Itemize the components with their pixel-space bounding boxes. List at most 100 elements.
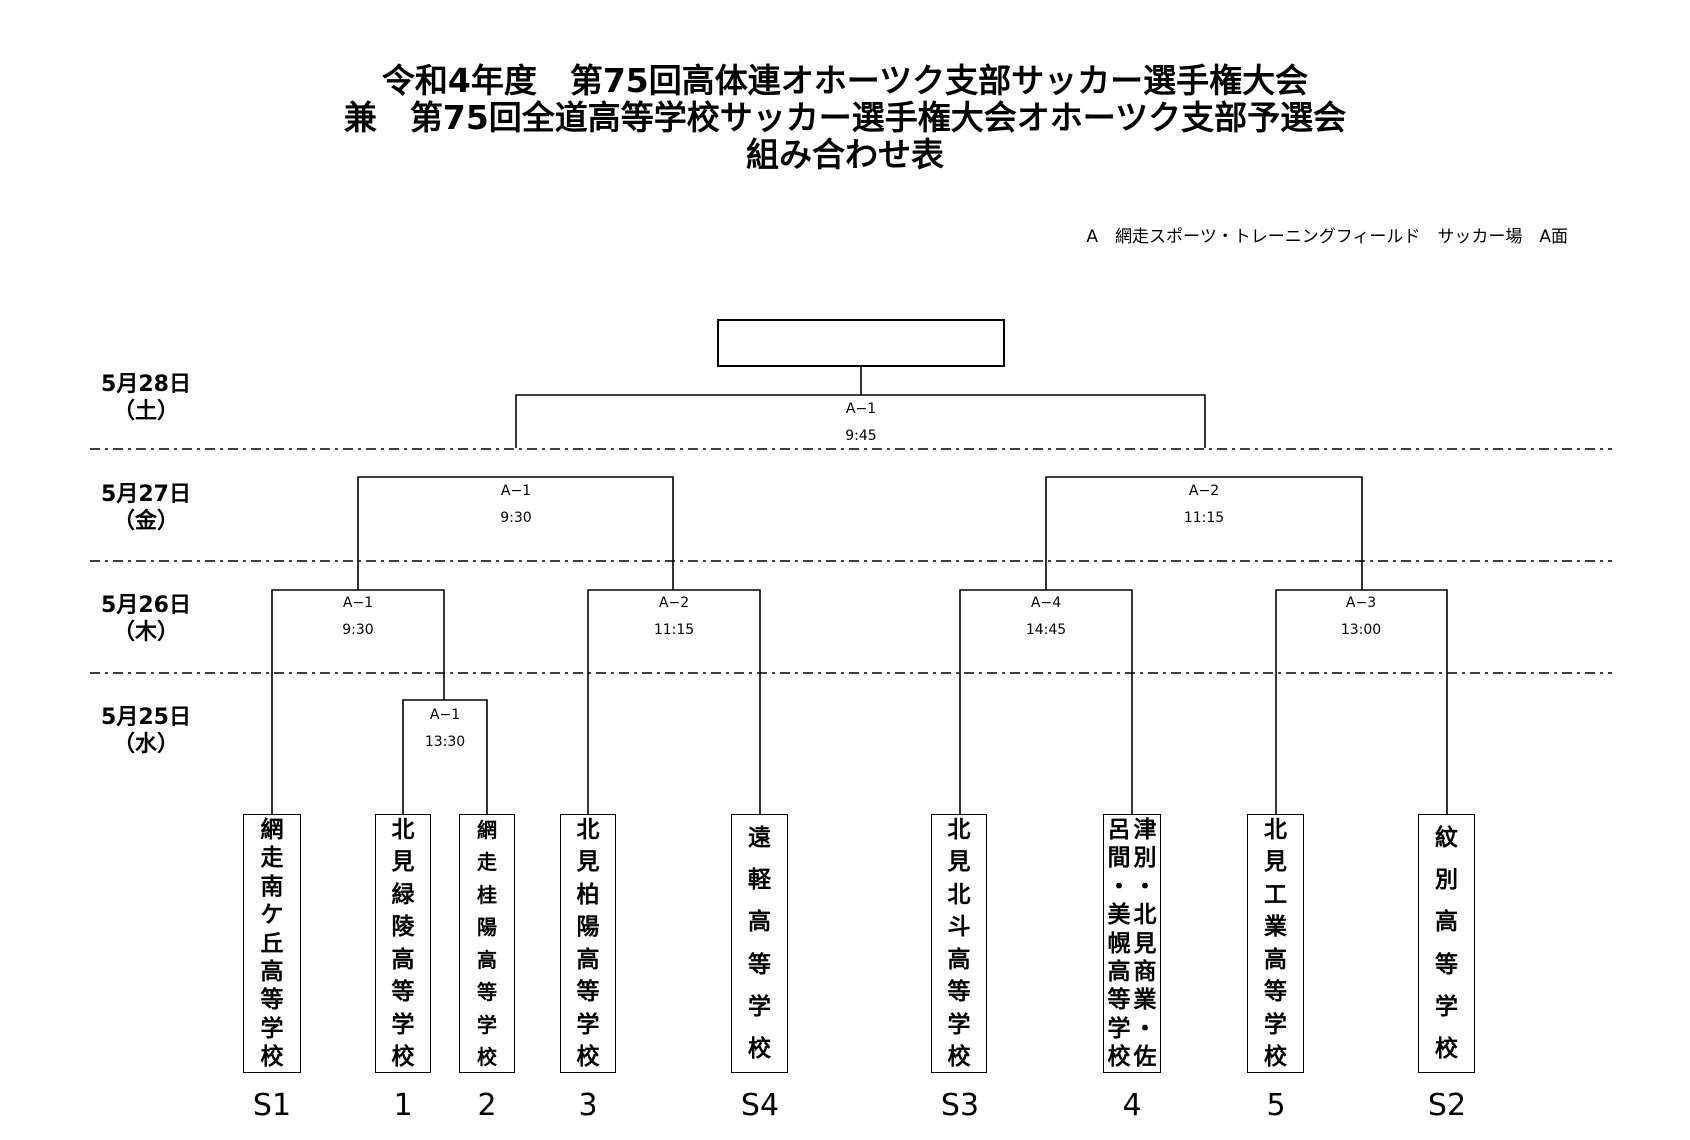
team-char: 陽 (477, 915, 497, 940)
weekday-text: （金） (112, 509, 179, 534)
match-code: A−4 (1030, 595, 1062, 611)
team-char: 工 (1264, 881, 1287, 908)
team-char: 業 (1133, 987, 1157, 1014)
team-box-s4: 遠 軽 高 等 学 校 (731, 814, 788, 1073)
team-char: 等 (1107, 987, 1131, 1014)
team-name-two-column: 呂 間 ・ 美 幌 高 等 学 校 津 別 ・ 北 見 商 業 ・ 佐 (1104, 817, 1160, 1070)
qf2-bracket (587, 589, 761, 814)
team-char: 校 (1435, 1035, 1458, 1062)
team-char: 学 (1264, 1011, 1287, 1038)
team-char: 校 (1107, 1044, 1131, 1070)
team-char: 走 (260, 845, 284, 872)
team-char: 学 (947, 1011, 971, 1038)
team-char: 等 (1435, 951, 1458, 978)
team-char: 北 (391, 817, 415, 843)
match-qf2: A−2 11:15 (614, 594, 734, 639)
team-name: 網 走 南 ケ 丘 高 等 学 校 (244, 817, 300, 1070)
team-char: ・ (1133, 1015, 1157, 1042)
team-char: 等 (1264, 979, 1287, 1006)
match-code: A−1 (429, 707, 461, 723)
team-column-left: 呂 間 ・ 美 幌 高 等 学 校 (1107, 817, 1131, 1070)
match-code: A−2 (658, 595, 690, 611)
qf4-bracket (1275, 589, 1448, 814)
qf1-bracket (271, 589, 445, 814)
team-char: 網 (477, 818, 497, 842)
date-label-may28: 5月28日 （土） (98, 371, 194, 425)
seed-label: S4 (740, 1088, 780, 1123)
team-char: 走 (477, 850, 497, 875)
match-time: 13:30 (424, 734, 466, 750)
team-char: 南 (260, 873, 284, 900)
date-text: 5月28日 (101, 372, 191, 397)
team-box-5: 北 見 工 業 高 等 学 校 (1247, 814, 1304, 1073)
semi-left-bracket (357, 476, 674, 590)
team-char: 等 (576, 979, 600, 1006)
team-char: 見 (947, 849, 971, 876)
team-char: 高 (1435, 909, 1458, 936)
team-char: 学 (1107, 1015, 1131, 1042)
date-text: 5月26日 (101, 593, 191, 618)
team-char: 丘 (260, 930, 284, 957)
match-qf4: A−3 13:00 (1301, 594, 1421, 639)
match-semi-left: A−1 9:30 (456, 482, 576, 527)
match-code: A−1 (500, 483, 532, 499)
team-char: 美 (1107, 902, 1131, 929)
match-time: 9:30 (500, 510, 532, 526)
team-char: 等 (477, 980, 497, 1005)
weekday-text: （土） (112, 399, 179, 424)
date-text: 5月25日 (101, 705, 191, 730)
team-char: 見 (1264, 849, 1287, 876)
match-time: 11:15 (653, 622, 695, 638)
venue-label: A 網走スポーツ・トレーニングフィールド サッカー場 A面 (1086, 227, 1568, 247)
team-char: ケ (260, 902, 284, 929)
team-char: 高 (576, 946, 600, 973)
match-time: 9:45 (845, 428, 877, 444)
team-char: 佐 (1133, 1044, 1157, 1070)
match-semi-right: A−2 11:15 (1144, 482, 1264, 527)
team-char: 斗 (947, 914, 971, 941)
match-time: 9:30 (342, 622, 374, 638)
team-char: 商 (1133, 958, 1157, 985)
team-name: 北 見 柏 陽 高 等 学 校 (561, 817, 615, 1070)
team-char: 陵 (391, 914, 415, 941)
team-char: 遠 (748, 825, 771, 852)
team-box-2: 網 走 桂 陽 高 等 学 校 (459, 814, 515, 1073)
match-qf3: A−4 14:45 (986, 594, 1106, 639)
team-char: 学 (576, 1011, 600, 1038)
team-char: 見 (576, 849, 600, 876)
team-char: 校 (391, 1043, 415, 1070)
match-qf1: A−1 9:30 (298, 594, 418, 639)
team-box-1: 北 見 緑 陵 高 等 学 校 (375, 814, 431, 1073)
team-char: 柏 (576, 881, 600, 908)
team-char: 等 (748, 951, 771, 978)
team-box-s2: 紋 別 高 等 学 校 (1418, 814, 1475, 1073)
semi-right-bracket (1045, 476, 1363, 590)
weekday-text: （木） (112, 620, 179, 645)
team-name: 網 走 桂 陽 高 等 学 校 (460, 817, 514, 1070)
title-line-3: 組み合わせ表 (746, 135, 944, 174)
team-box-s1: 網 走 南 ケ 丘 高 等 学 校 (243, 814, 301, 1073)
team-box-s3: 北 見 北 斗 高 等 学 校 (931, 814, 987, 1073)
match-time: 14:45 (1025, 622, 1067, 638)
team-char: 網 (260, 817, 284, 843)
team-char: 別 (1133, 845, 1157, 872)
r1-bracket (402, 699, 488, 814)
team-char: 見 (391, 849, 415, 876)
team-char: 学 (477, 1012, 497, 1037)
team-char: 呂 (1107, 817, 1131, 843)
team-char: 間 (1107, 845, 1131, 872)
team-char: 北 (1133, 902, 1157, 929)
team-name: 北 見 工 業 高 等 学 校 (1248, 817, 1303, 1070)
team-char: 北 (576, 817, 600, 843)
seed-label: 3 (578, 1088, 598, 1123)
weekday-text: （水） (112, 732, 179, 757)
team-char: 陽 (576, 914, 600, 941)
team-char: 校 (477, 1044, 497, 1069)
title-block: 令和4年度 第75回高体連オホーツク支部サッカー選手権大会 兼 第75回全道高等… (0, 62, 1690, 173)
team-char: 別 (1435, 867, 1458, 894)
team-char: 北 (947, 817, 971, 843)
team-name: 北 見 北 斗 高 等 学 校 (932, 817, 986, 1070)
match-time: 13:00 (1340, 622, 1382, 638)
team-char: 紋 (1435, 825, 1458, 852)
seed-label: 4 (1122, 1088, 1142, 1123)
